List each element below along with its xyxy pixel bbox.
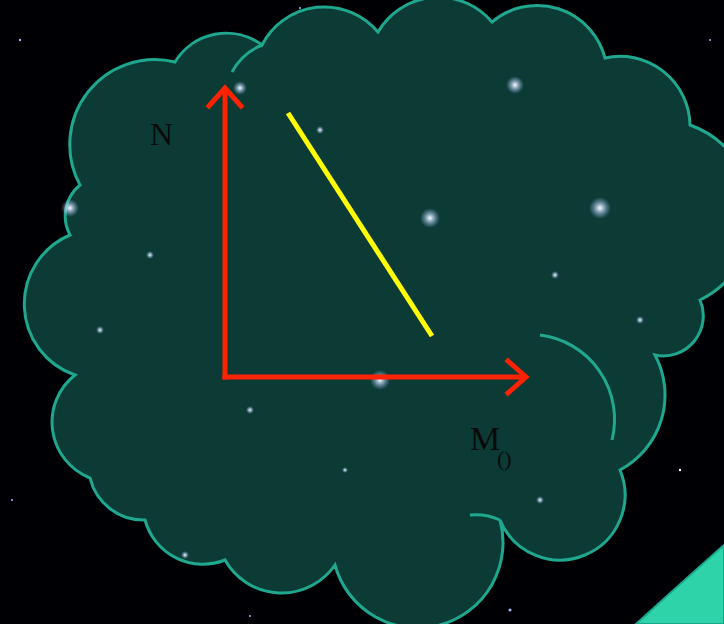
axis-subscript: () <box>497 448 512 470</box>
corner-shape <box>636 545 724 624</box>
cloud-outline <box>24 0 724 624</box>
axes <box>209 88 526 393</box>
sparkles <box>61 76 644 559</box>
yellow-line <box>288 113 432 336</box>
cloud-inner-arcs <box>232 45 615 520</box>
axis-label: M <box>470 422 500 456</box>
axis-label: N <box>150 118 173 150</box>
